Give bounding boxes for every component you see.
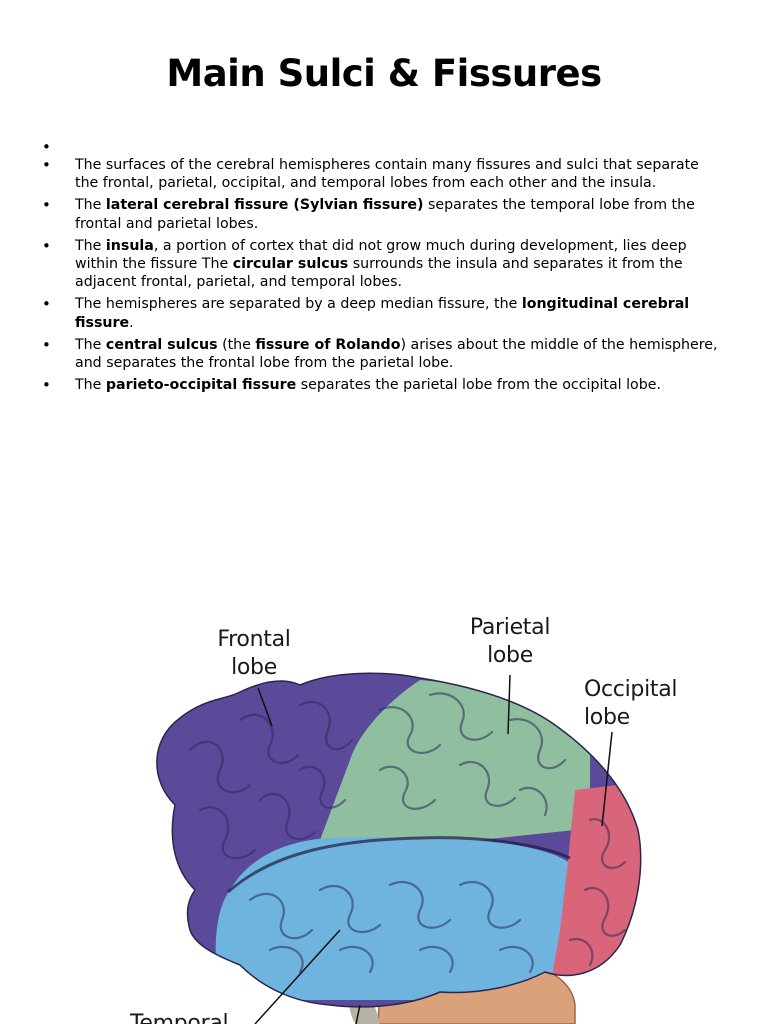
label-parietal-line1: Parietal (469, 615, 551, 640)
bullet-text: , a portion of cortex that did not grow … (75, 237, 687, 273)
bullet-term: central sulcus (105, 336, 218, 353)
bullet-item: The lateral cerebral fissure (Sylvian fi… (42, 196, 722, 232)
bullet-item (42, 138, 722, 156)
temporal-region (215, 837, 568, 1000)
bullet-text: The (75, 336, 106, 353)
label-occipital-line2: lobe (584, 705, 630, 730)
bullet-term: insula (105, 237, 154, 254)
label-frontal-line1: Frontal (217, 627, 291, 652)
bullet-text: separates the parietal lobe from the occ… (296, 377, 661, 394)
bullet-text: The hemispheres are separated by a deep … (75, 296, 522, 313)
bullet-term: fissure of Rolando (255, 336, 401, 353)
bullet-text: separates the temporal lobe from the fro… (75, 197, 695, 232)
gyri-texture (188, 692, 627, 974)
bullet-text: ) arises about the middle of the hemisph… (75, 336, 718, 372)
bullet-text: The (75, 377, 106, 394)
occipital-leader-line (601, 731, 613, 827)
temporal-leader-line (254, 929, 341, 1024)
bullet-term: lateral cerebral fissure (Sylvian fissur… (105, 197, 424, 214)
bullet-term: longitudinal cerebral fissure (75, 296, 690, 331)
label-parietal-line2: lobe (487, 643, 533, 668)
bullet-text: (the (217, 336, 256, 353)
brain-outline (156, 672, 642, 1008)
bullet-item: The hemispheres are separated by a deep … (42, 295, 722, 331)
bullet-item: The parieto-occipital fissure separates … (42, 376, 722, 394)
bullet-text: The (75, 237, 106, 254)
label-frontal-line2: lobe (231, 655, 277, 680)
label-parietal-lobe: Parietal lobe (460, 614, 560, 670)
lateral-fissure-line (227, 836, 571, 894)
label-frontal-lobe: Frontal lobe (208, 626, 300, 682)
bullet-list: The surfaces of the cerebral hemispheres… (42, 138, 722, 398)
bullet-item: The surfaces of the cerebral hemispheres… (42, 156, 722, 192)
bullet-text: . (129, 314, 134, 331)
bullet-term: parieto-occipital fissure (105, 377, 297, 394)
brain-illustration (156, 672, 642, 1024)
label-occipital-line1: Occipital (584, 677, 678, 702)
bullet-text: The surfaces of the cerebral hemispheres… (75, 157, 699, 192)
bullet-text: The (75, 197, 106, 214)
bullet-item: The central sulcus (the fissure of Rolan… (42, 336, 722, 372)
brain-figure: Frontal lobe Parietal lobe Occipital lob… (0, 600, 768, 1024)
stem-leader-line (355, 1004, 361, 1024)
label-occipital-lobe: Occipital lobe (584, 676, 704, 732)
label-temporal-lobe: Temporal (130, 1010, 250, 1024)
frontal-leader-line (257, 687, 273, 727)
parietal-leader-line (507, 674, 511, 735)
bullet-item: The insula, a portion of cortex that did… (42, 237, 722, 292)
label-temporal-line1: Temporal (130, 1011, 229, 1024)
bullet-text: surrounds the insula and separates it fr… (75, 256, 683, 291)
bullet-term: circular sulcus (232, 256, 349, 273)
slide-title: Main Sulci & Fissures (166, 52, 602, 95)
